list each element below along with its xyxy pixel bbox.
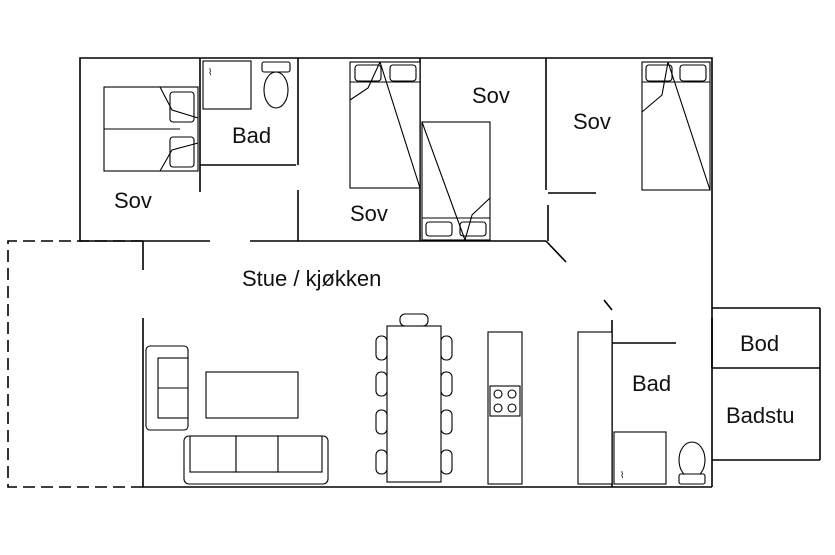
interior-walls <box>199 58 821 487</box>
single-bed-a <box>349 61 421 189</box>
single-bed-b <box>421 121 491 241</box>
svg-text:⌇: ⌇ <box>208 67 212 78</box>
room-label-bad: Bad <box>232 123 272 148</box>
room-label-sov: Sov <box>350 201 388 226</box>
svg-text:⌇: ⌇ <box>620 470 624 481</box>
armchair <box>145 345 189 431</box>
shower-tray: ⌇ <box>202 60 252 110</box>
room-label-badstu: Badstu <box>726 403 795 428</box>
room-label-stue-kjokken: Stue / kjøkken <box>242 266 382 291</box>
sofa <box>183 435 329 485</box>
kitchen-counter <box>487 331 523 485</box>
room-label-bad: Bad <box>632 371 672 396</box>
shower-tray: ⌇ <box>613 431 667 485</box>
coffee-table <box>205 371 299 419</box>
double-bed <box>103 86 199 172</box>
toilet <box>261 61 291 109</box>
room-label-bod: Bod <box>740 331 780 356</box>
room-label-sov: Sov <box>472 83 510 108</box>
room-label-sov: Sov <box>114 188 152 213</box>
single-bed-c <box>641 61 711 191</box>
dining-table <box>375 313 453 483</box>
room-label-sov: Sov <box>573 109 611 134</box>
toilet <box>678 441 706 485</box>
kitchen-cabinet <box>577 331 613 485</box>
terrace-outline <box>7 240 143 488</box>
